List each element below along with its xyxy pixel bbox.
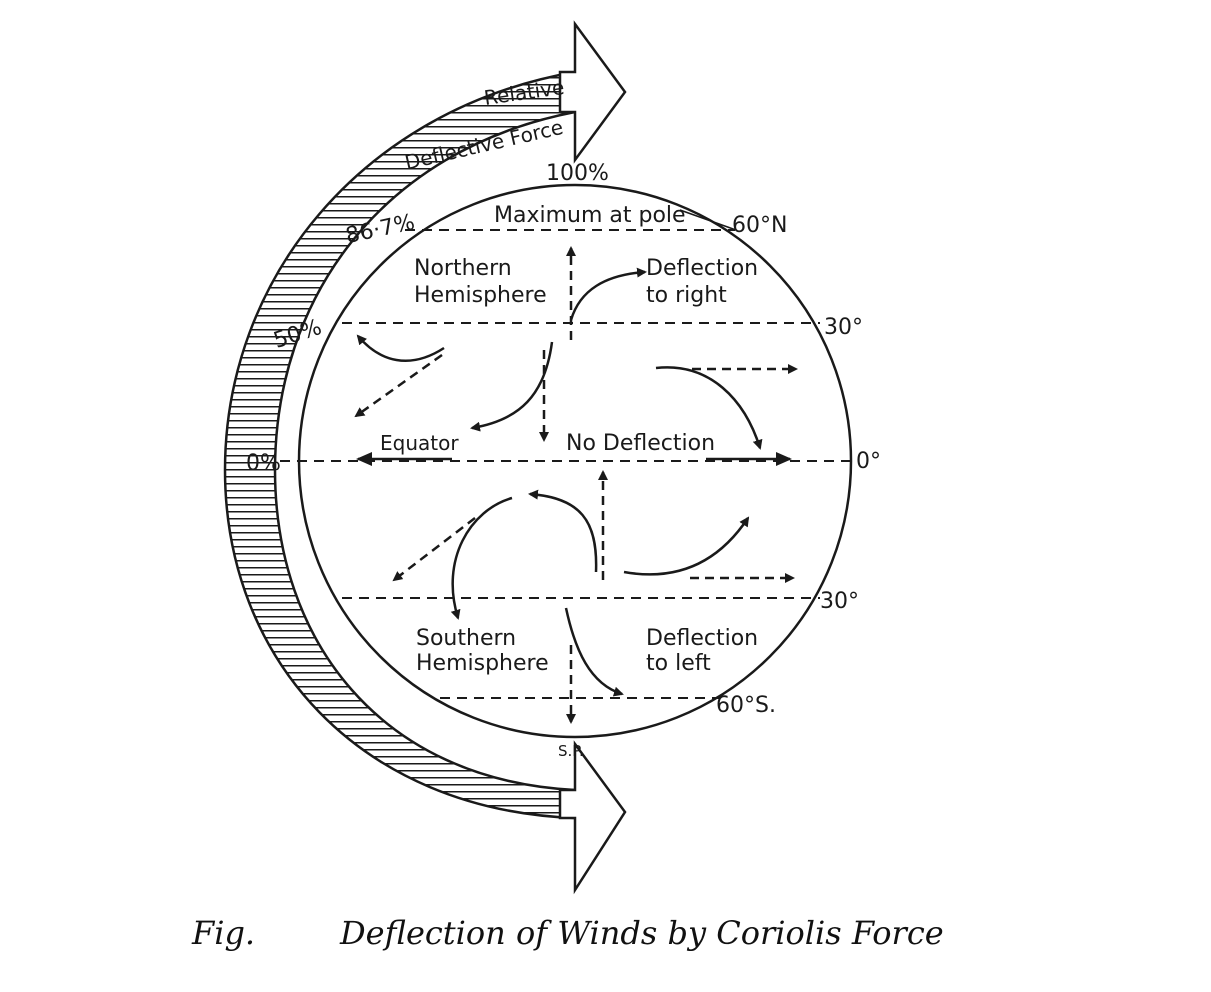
max-at-pole-leader <box>679 209 737 231</box>
south-curve-to-equator <box>528 489 598 573</box>
north-east-curve <box>655 366 763 450</box>
south-west-curve <box>450 496 513 620</box>
south-deflect-left-curve <box>564 607 624 697</box>
band-top-arrowhead <box>558 20 627 164</box>
south-pole-label: S.P. <box>558 742 584 760</box>
north-west-dashed-arrow <box>354 353 443 418</box>
percent-0-label: 0% <box>246 451 281 476</box>
caption-fig-label: Fig. <box>192 914 256 952</box>
deflection-right-label-1: Deflection <box>646 256 758 281</box>
lat-60n-label: 60°N <box>732 213 787 238</box>
northern-hemisphere-label-2: Hemisphere <box>414 283 547 308</box>
equator-label: Equator <box>380 431 459 455</box>
southern-hemisphere-label-1: Southern <box>416 626 516 651</box>
south-west-dashed-arrow <box>392 517 476 582</box>
band-bottom-arrowhead <box>558 740 627 895</box>
lat-0-label: 0° <box>856 449 881 474</box>
caption-title: Deflection of Winds by Coriolis Force <box>340 914 944 952</box>
deflection-left-label-2: to left <box>646 651 711 676</box>
northern-hemisphere-label-1: Northern <box>414 256 512 281</box>
north-deflect-right-curve <box>569 267 647 321</box>
lat-60s-label: 60°S. <box>716 693 776 718</box>
max-at-pole-label: Maximum at pole <box>494 203 686 228</box>
lat-30n-label: 30° <box>824 315 863 340</box>
deflection-left-label-1: Deflection <box>646 626 758 651</box>
north-west-curve <box>356 334 445 362</box>
south-east-curve <box>623 516 750 576</box>
deflection-right-label-2: to right <box>646 283 727 308</box>
southern-hemisphere-label-2: Hemisphere <box>416 651 549 676</box>
percent-100-label: 100% <box>546 161 609 186</box>
north-curve-to-equator <box>470 341 554 432</box>
no-deflection-label: No Deflection <box>566 431 715 456</box>
lat-30s-label: 30° <box>820 589 859 614</box>
